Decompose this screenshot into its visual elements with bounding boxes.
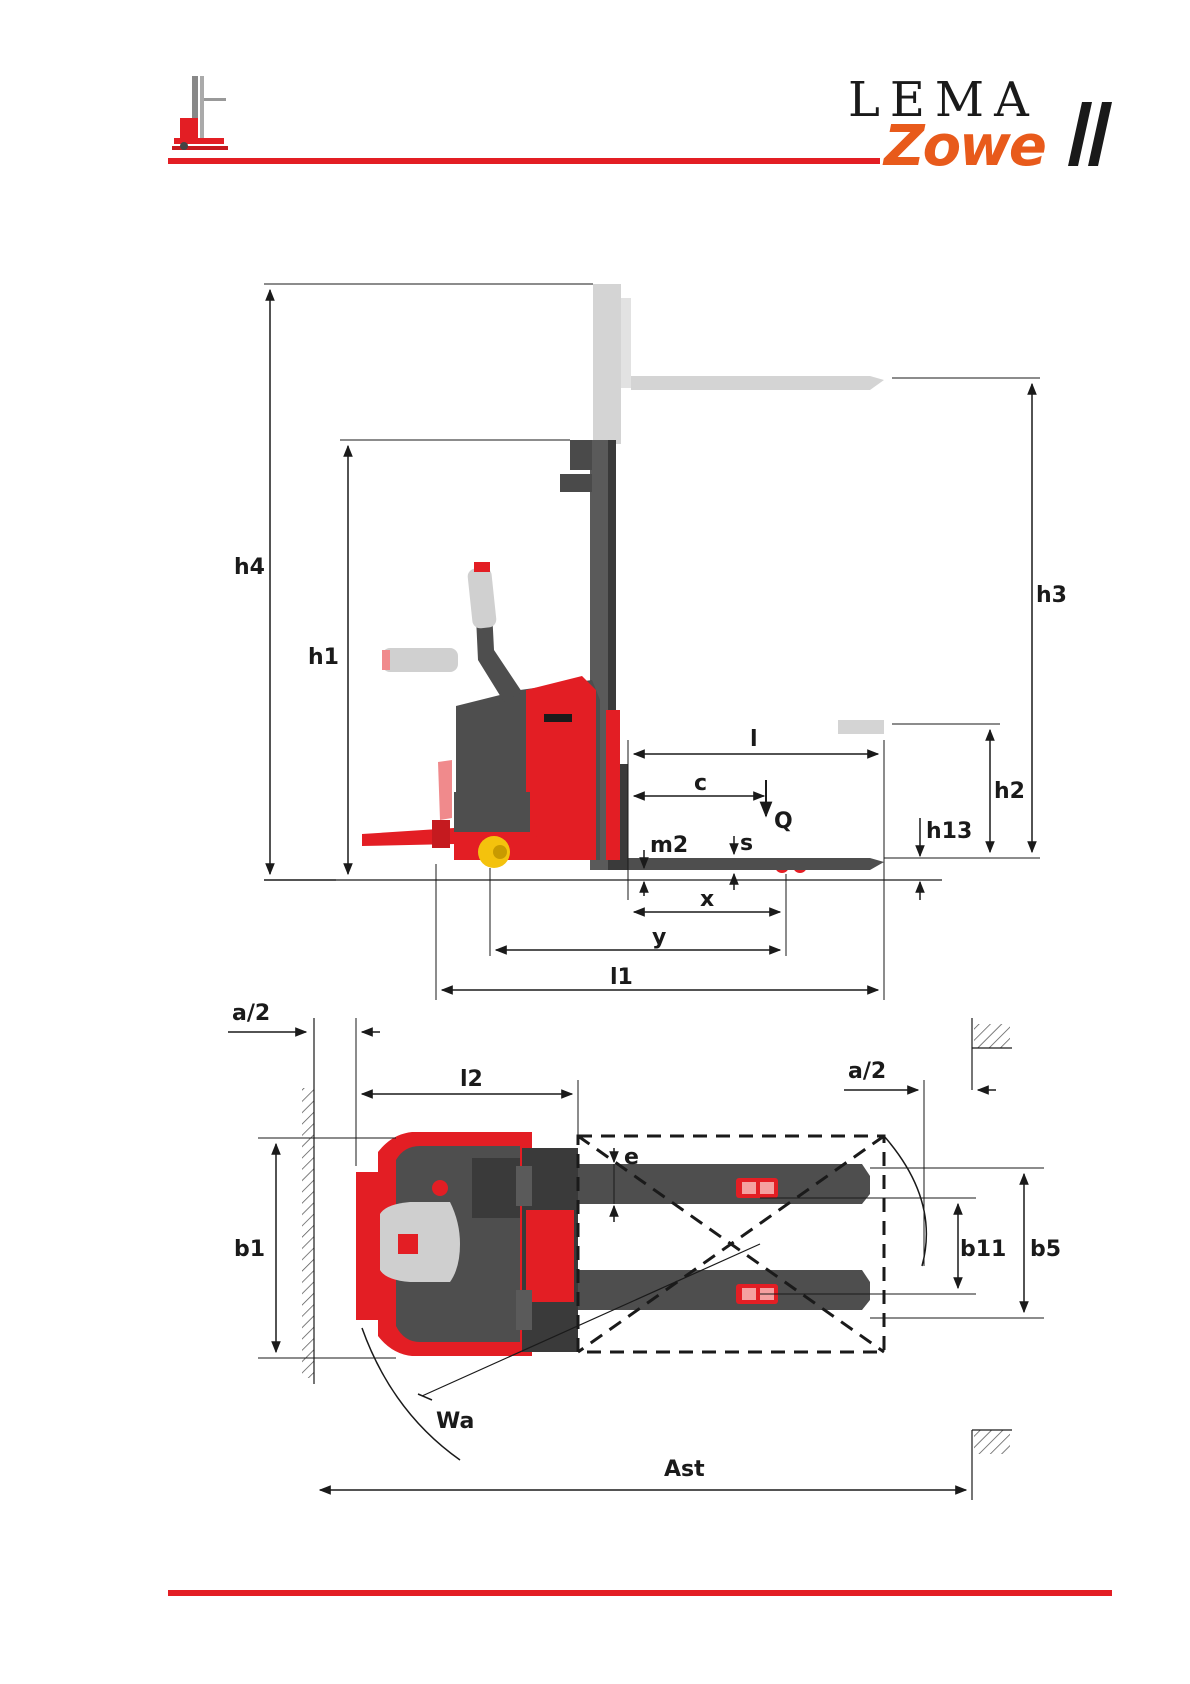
label-b1: b1 xyxy=(234,1237,265,1262)
label-y: y xyxy=(652,925,666,950)
label-Wa: Wa xyxy=(436,1409,474,1434)
label-l2: l2 xyxy=(460,1067,483,1092)
label-s: s xyxy=(740,831,753,856)
battery-cover xyxy=(526,676,596,860)
fork-lowered xyxy=(628,858,884,870)
label-h3: h3 xyxy=(1036,583,1067,608)
label-Ast: Ast xyxy=(664,1457,705,1482)
label-Q: Q xyxy=(774,809,793,834)
label-e: e xyxy=(624,1145,639,1170)
label-h13: h13 xyxy=(926,819,972,844)
label-c: c xyxy=(694,771,707,796)
side-view: h4 h1 h3 h2 h13 l c Q s m2 xyxy=(234,283,1067,1000)
brand-slash-icon xyxy=(1068,102,1112,166)
stacker-thumbnail-icon xyxy=(172,76,228,150)
pallet-outline xyxy=(576,1134,886,1354)
brand-line1: LEMA xyxy=(848,72,1039,128)
label-a2-right: a/2 xyxy=(848,1059,886,1084)
label-h4: h4 xyxy=(234,555,265,580)
fork-plan-lower xyxy=(578,1270,870,1310)
operator-platform xyxy=(362,828,454,846)
label-b11: b11 xyxy=(960,1237,1006,1262)
label-a2-left: a/2 xyxy=(232,1001,270,1026)
label-b5: b5 xyxy=(1030,1237,1061,1262)
tiller-ghost xyxy=(382,648,458,672)
label-l: l xyxy=(750,727,758,752)
mast-ghost xyxy=(593,284,621,444)
label-l1: l1 xyxy=(610,965,633,990)
fork-h2-ghost xyxy=(838,720,884,734)
brand-logo: LEMA Zowe xyxy=(840,72,1130,182)
label-m2: m2 xyxy=(650,833,688,858)
label-h2: h2 xyxy=(994,779,1025,804)
fork-plan-upper xyxy=(578,1164,870,1204)
fork-raised-ghost xyxy=(631,376,884,390)
side-guard-ghost xyxy=(438,760,452,820)
label-x: x xyxy=(700,887,714,912)
brand-line2: Zowe xyxy=(884,114,1047,179)
tiller-head xyxy=(380,1202,460,1282)
top-view: Wa a/2 l2 a/2 e b1 b11 b5 xyxy=(228,1001,1061,1500)
header-rule xyxy=(168,158,880,164)
label-h1: h1 xyxy=(308,645,339,670)
footer-rule xyxy=(168,1590,1112,1596)
